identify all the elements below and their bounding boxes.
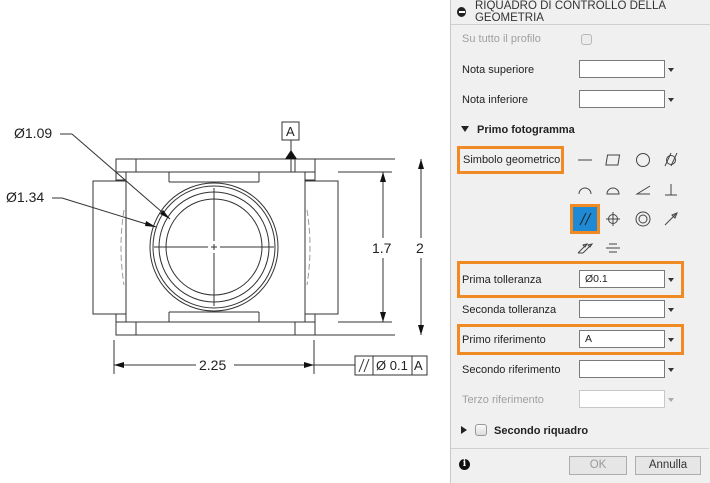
fcf-datum[interactable]: A (414, 358, 423, 373)
perpendicularity-icon[interactable] (659, 178, 683, 202)
bottom-note-label: Nota inferiore (462, 94, 529, 106)
symmetry-icon[interactable] (601, 236, 625, 260)
bottom-note-row: Nota inferiore (451, 90, 709, 108)
fcf-tolerance[interactable]: Ø 0.1 (376, 358, 408, 373)
dim-outer-diameter[interactable]: Ø1.34 (6, 189, 45, 205)
second-datum-dropdown-icon[interactable] (668, 368, 674, 372)
second-frame-checkbox[interactable] (475, 424, 487, 436)
top-note-input[interactable] (579, 60, 665, 78)
top-note-dropdown-icon[interactable] (668, 68, 674, 72)
profile-of-line-icon[interactable] (573, 178, 597, 202)
datum-label[interactable]: A (286, 124, 295, 139)
first-frame-label: Primo fotogramma (477, 124, 575, 136)
panel-footer: i OK Annulla (451, 448, 709, 483)
dim-inner-height[interactable]: 1.7 (372, 240, 392, 256)
first-datum-label: Primo riferimento (462, 334, 546, 346)
expand-triangle-icon (461, 126, 469, 132)
all-around-label: Su tutto il profilo (462, 33, 541, 45)
dim-inner-diameter[interactable]: Ø1.09 (14, 125, 53, 141)
highlight-first-tolerance (457, 261, 684, 298)
bottom-note-dropdown-icon[interactable] (668, 98, 674, 102)
first-tolerance-dropdown-icon[interactable] (668, 278, 674, 282)
total-runout-icon[interactable] (573, 236, 597, 260)
drawing-canvas[interactable]: Ø1.09 Ø1.34 1.7 2 2.25 A Ø 0.1 A (0, 0, 450, 483)
technical-drawing (52, 121, 428, 376)
circularity-icon[interactable] (631, 148, 655, 172)
third-datum-dropdown-icon[interactable] (668, 398, 674, 402)
straightness-icon[interactable] (573, 148, 597, 172)
position-icon[interactable] (601, 207, 625, 231)
second-tolerance-row: Seconda tolleranza (451, 300, 709, 318)
second-tolerance-dropdown-icon[interactable] (668, 308, 674, 312)
geometry-control-panel: RIQUADRO DI CONTROLLO DELLA GEOMETRIA Su… (450, 0, 710, 483)
profile-of-surface-icon[interactable] (601, 178, 625, 202)
highlight-first-datum (457, 324, 684, 355)
first-datum-dropdown-icon[interactable] (668, 338, 674, 342)
second-datum-label: Secondo riferimento (462, 364, 561, 376)
second-tolerance-input[interactable] (579, 300, 665, 318)
first-datum-input[interactable]: A (579, 330, 665, 348)
cylindricity-icon[interactable] (659, 148, 683, 172)
second-frame-section[interactable]: Secondo riquadro (461, 424, 588, 437)
dim-outer-height[interactable]: 2 (416, 240, 424, 256)
third-datum-input[interactable] (579, 390, 665, 408)
second-datum-row: Secondo riferimento (451, 360, 709, 378)
bottom-note-input[interactable] (579, 90, 665, 108)
panel-title: RIQUADRO DI CONTROLLO DELLA GEOMETRIA (474, 0, 666, 24)
first-frame-section[interactable]: Primo fotogramma (461, 124, 575, 136)
second-tolerance-label: Seconda tolleranza (462, 304, 557, 316)
all-around-checkbox[interactable] (581, 34, 592, 45)
all-around-row: Su tutto il profilo (451, 33, 709, 49)
first-tolerance-label: Prima tolleranza (462, 274, 542, 286)
panel-header[interactable]: RIQUADRO DI CONTROLLO DELLA GEOMETRIA (451, 0, 710, 25)
ok-button[interactable]: OK (569, 456, 627, 475)
top-note-label: Nota superiore (462, 64, 535, 76)
highlight-geometric-symbol (457, 146, 564, 174)
first-datum-row: Primo riferimento A (451, 330, 709, 348)
parallelism-icon[interactable] (570, 204, 600, 234)
third-datum-label: Terzo riferimento (462, 394, 544, 406)
circular-runout-icon[interactable] (659, 207, 683, 231)
cancel-button[interactable]: Annulla (635, 456, 701, 475)
second-datum-input[interactable] (579, 360, 665, 378)
collapse-icon[interactable] (457, 7, 466, 17)
info-icon[interactable]: i (459, 459, 470, 470)
top-note-row: Nota superiore (451, 60, 709, 78)
geometric-symbol-label: Simbolo geometrico (463, 154, 561, 166)
first-tolerance-input[interactable]: Ø0.1 (579, 270, 665, 288)
flatness-icon[interactable] (601, 148, 625, 172)
expand-triangle-right-icon[interactable] (461, 426, 467, 434)
concentricity-icon[interactable] (631, 207, 655, 231)
third-datum-row: Terzo riferimento (451, 390, 709, 408)
second-frame-label: Secondo riquadro (494, 425, 589, 437)
first-tolerance-row: Prima tolleranza Ø0.1 (451, 270, 709, 288)
angularity-icon[interactable] (631, 178, 655, 202)
dim-width[interactable]: 2.25 (199, 357, 227, 373)
